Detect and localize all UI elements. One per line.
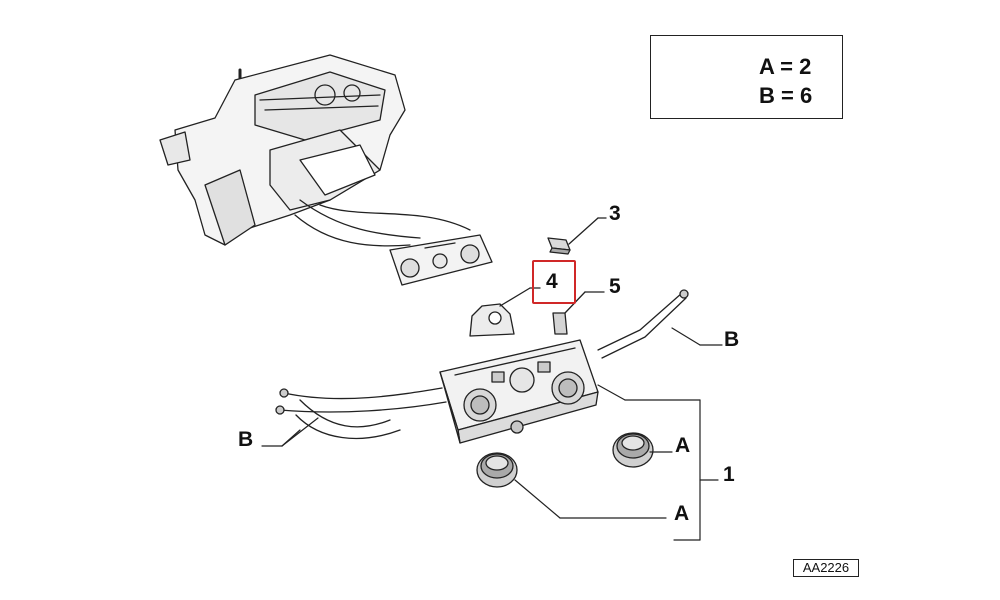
cable-left-illustration	[275, 387, 447, 440]
part-4-highlight-frame	[532, 260, 576, 304]
callout-a-lower: A	[674, 502, 690, 525]
knob-illustration	[612, 432, 654, 468]
leader-lines	[261, 327, 723, 541]
reference-code: AA2226	[793, 559, 859, 577]
bulb-holder-illustration	[469, 287, 541, 337]
quantity-box: A = 2 B = 6	[650, 35, 843, 119]
quantity-line-b: B = 6	[759, 83, 813, 108]
control-panel-illustration	[439, 339, 599, 444]
cable-right-illustration	[597, 289, 689, 359]
callout-1: 1	[723, 463, 735, 486]
callout-5: 5	[609, 275, 621, 298]
mini-control-panel-illustration	[389, 234, 493, 286]
callout-a-upper: A	[675, 434, 691, 457]
knob-illustration	[476, 452, 518, 488]
switch-part-illustration	[547, 217, 607, 255]
callout-3: 3	[609, 202, 621, 225]
callout-b-left: B	[238, 428, 254, 451]
callout-4: 4	[546, 270, 558, 293]
heater-unit-illustration	[159, 54, 471, 247]
quantity-line-a: A = 2	[759, 54, 812, 79]
callout-b-right: B	[724, 328, 740, 351]
